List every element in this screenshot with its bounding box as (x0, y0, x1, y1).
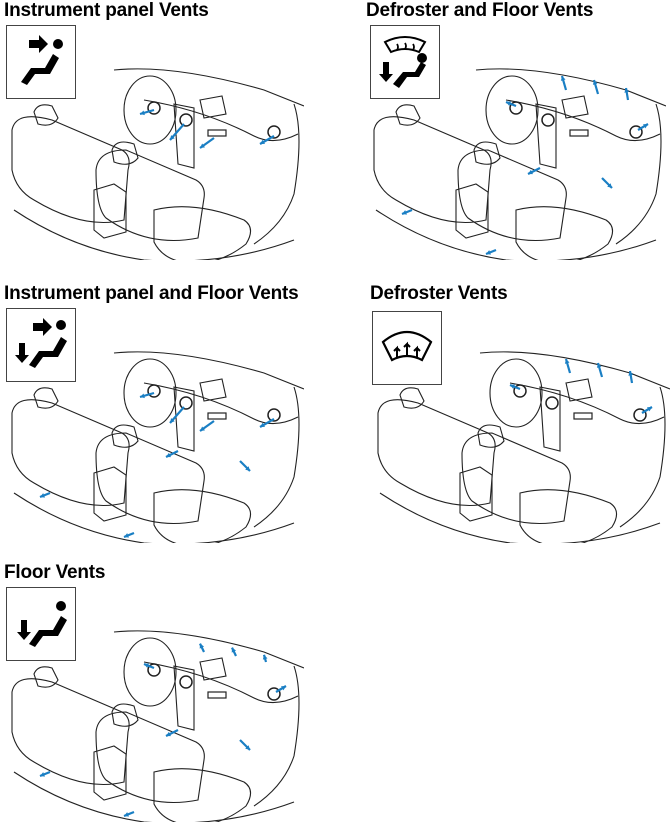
panel-defroster-vents: Defroster Vents (370, 283, 670, 553)
mode-icon-box[interactable] (6, 25, 76, 99)
car-interior-scene (4, 343, 304, 543)
mode-icon-box[interactable] (6, 587, 76, 661)
vent-face-floor-icon (15, 318, 67, 368)
windshield-defrost-icon (381, 330, 433, 362)
panel-defroster-floor-vents: Defroster and Floor Vents (366, 0, 670, 270)
panel-floor-vents: Floor Vents (4, 562, 324, 832)
panel-instrument-floor-vents: Instrument panel and Floor Vents (4, 283, 324, 553)
mode-icon-box[interactable] (372, 311, 442, 385)
vent-face-icon (21, 35, 63, 85)
panel-title: Defroster and Floor Vents (366, 0, 594, 21)
panel-instrument-vents: Instrument panel Vents (4, 0, 324, 270)
panel-title: Defroster Vents (370, 283, 508, 304)
mode-icon-box[interactable] (6, 308, 76, 382)
car-interior-scene (4, 60, 304, 260)
panel-title: Instrument panel Vents (4, 0, 209, 21)
car-interior-scene (370, 343, 670, 543)
car-interior-scene (366, 60, 666, 260)
mode-icon-box[interactable] (370, 25, 440, 99)
defrost-floor-icon (379, 36, 427, 88)
panel-title: Floor Vents (4, 562, 106, 583)
vent-floor-icon (17, 601, 67, 647)
panel-title: Instrument panel and Floor Vents (4, 283, 299, 304)
car-interior-scene (4, 622, 304, 822)
